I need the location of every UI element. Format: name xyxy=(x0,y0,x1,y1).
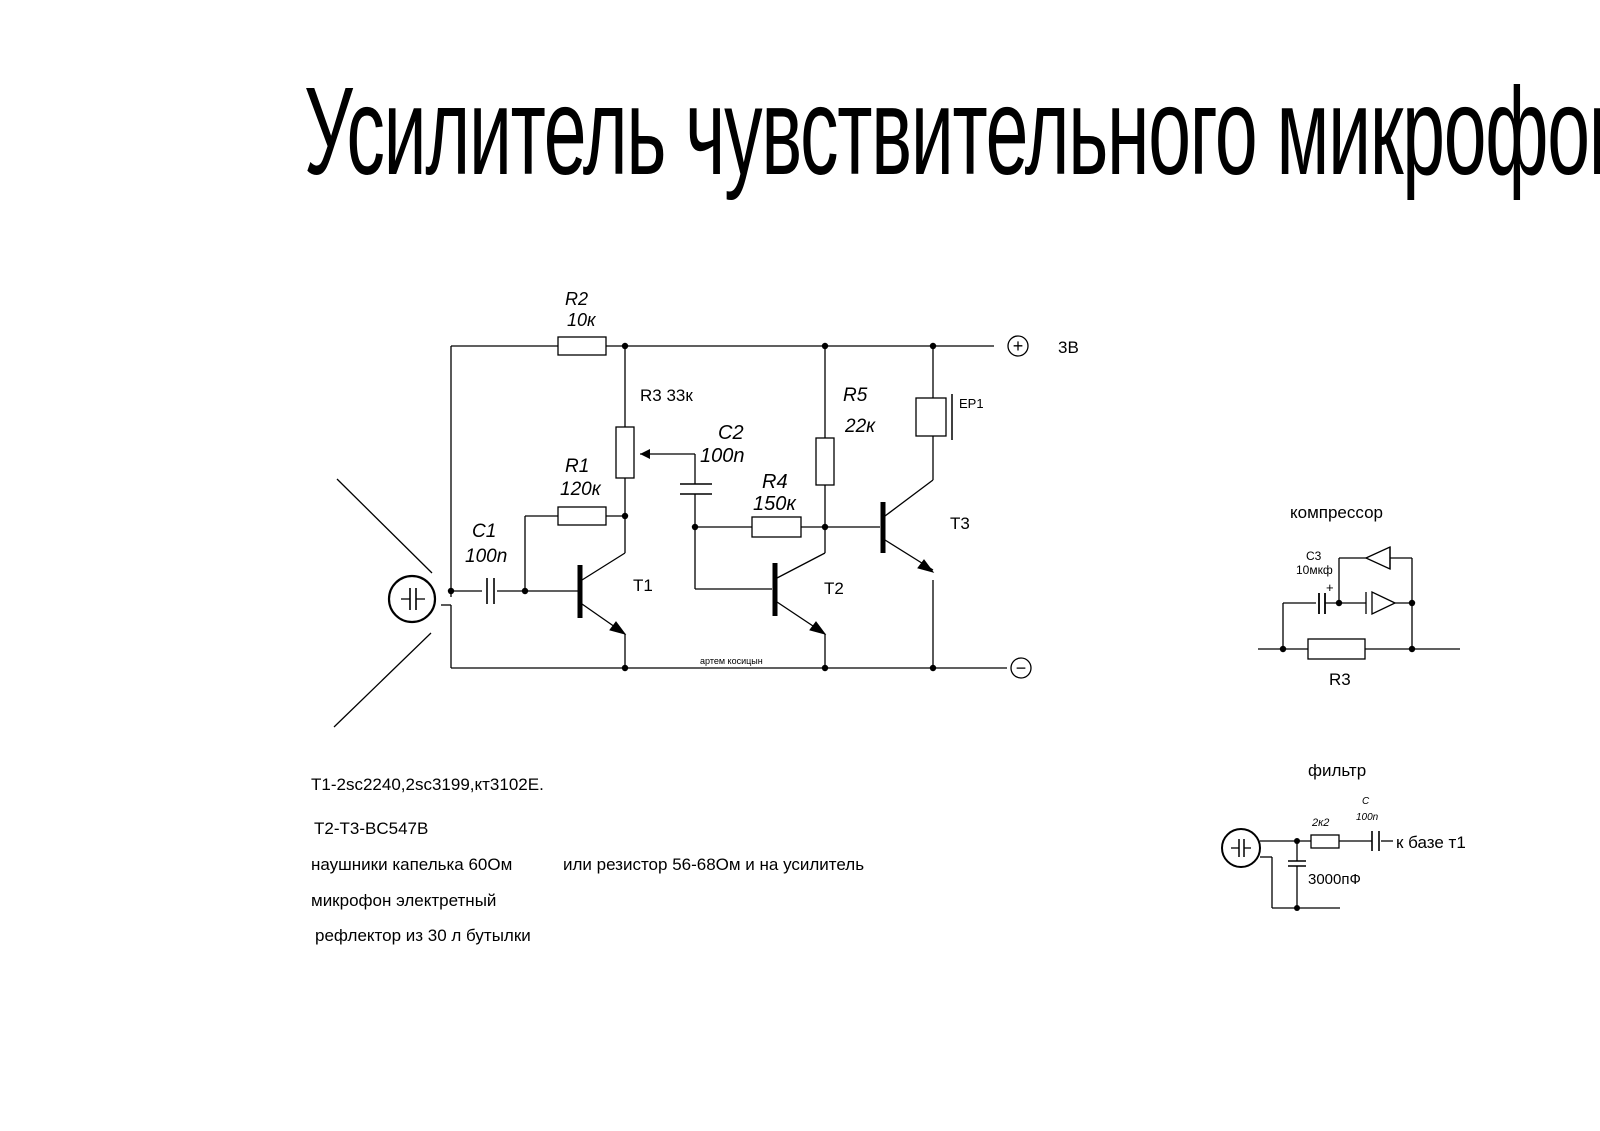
filter-shunt-cap-value: 3000пФ xyxy=(1308,871,1361,888)
compressor-r3-label: R3 xyxy=(1329,670,1351,689)
main-circuit-labels: 3В R2 10к R3 33к C2 100n R5 22к EP1 R1 1… xyxy=(465,289,1079,666)
c3-name: C3 xyxy=(1306,549,1322,563)
r1-name: R1 xyxy=(565,456,589,477)
c1-value: 100n xyxy=(465,546,507,567)
minus-terminal-icon xyxy=(1010,657,1032,679)
note-transistors-t2-t3: T2-T3-BC547B xyxy=(314,819,429,838)
plus-sign: + xyxy=(1013,336,1024,356)
author-label: артем косицын xyxy=(700,656,763,666)
filter-cap-name: C xyxy=(1362,796,1370,807)
resistor-r4 xyxy=(751,516,802,538)
diode-icon xyxy=(1364,545,1391,571)
t3-label: T3 xyxy=(950,514,970,533)
earphone-ep1 xyxy=(915,397,947,437)
t1-label: T1 xyxy=(633,576,653,595)
compressor-circuit xyxy=(1258,545,1460,660)
c2-name: C2 xyxy=(718,422,744,444)
filter-resistor-value: 2к2 xyxy=(1311,817,1329,829)
filter-junctions xyxy=(1294,838,1300,911)
filter-circuit xyxy=(1221,828,1393,909)
compressor-heading: компрессор xyxy=(1290,503,1383,522)
transistor-t1 xyxy=(577,552,627,635)
filter-cap-value: 100n xyxy=(1356,812,1379,823)
resistor-r3-potentiometer xyxy=(615,426,635,479)
capacitors xyxy=(486,483,712,604)
microphone-icon xyxy=(387,574,437,624)
minus-sign: − xyxy=(1016,658,1027,678)
t2-label: T2 xyxy=(824,579,844,598)
diode-icon xyxy=(1371,590,1397,616)
power-terminals xyxy=(1007,335,1032,679)
r2-name: R2 xyxy=(565,289,588,309)
c2-value: 100n xyxy=(700,445,745,467)
resistor-r3-compressor xyxy=(1307,638,1366,660)
junction-dots xyxy=(447,342,937,672)
resistors xyxy=(557,336,947,538)
note-reflector: рефлектор из 30 л бутылки xyxy=(315,926,531,945)
c3-value: 10мкф xyxy=(1296,563,1333,577)
c1-name: C1 xyxy=(472,521,496,542)
transistor-t3 xyxy=(880,479,935,573)
resistor-r2 xyxy=(557,336,607,356)
transistor-t2 xyxy=(772,552,827,635)
r5-name: R5 xyxy=(843,385,868,406)
filter-heading: фильтр xyxy=(1308,761,1366,780)
supply-voltage-label: 3В xyxy=(1058,338,1079,357)
main-circuit-wiring xyxy=(441,345,1007,669)
note-microphone: микрофон электретный xyxy=(311,891,497,910)
wiper-arrow-icon xyxy=(640,449,650,459)
compressor-junctions xyxy=(1279,599,1416,653)
filter-output-label: к базе т1 xyxy=(1396,833,1466,852)
filter-microphone-icon xyxy=(1221,828,1261,868)
filter-resistor xyxy=(1310,834,1340,849)
r4-name: R4 xyxy=(762,471,788,493)
r1-value: 120к xyxy=(560,479,602,500)
plus-terminal-icon xyxy=(1007,335,1029,357)
r2-value: 10к xyxy=(567,310,597,330)
ep1-label: EP1 xyxy=(959,396,984,411)
c3-polarity: + xyxy=(1326,580,1334,595)
resistor-r1 xyxy=(557,506,607,526)
note-transistor-t1: T1-2sc2240,2sc3199,кт3102E. xyxy=(311,775,544,794)
r3-label: R3 33к xyxy=(640,386,693,405)
note-headphones: наушники капелька 60Ом xyxy=(311,855,513,874)
resistor-r5 xyxy=(815,437,835,486)
microphone xyxy=(333,478,437,728)
note-alternative: или резистор 56-68Ом и на усилитель xyxy=(563,855,865,874)
r4-value: 150к xyxy=(753,493,797,515)
r5-value: 22к xyxy=(844,416,876,437)
